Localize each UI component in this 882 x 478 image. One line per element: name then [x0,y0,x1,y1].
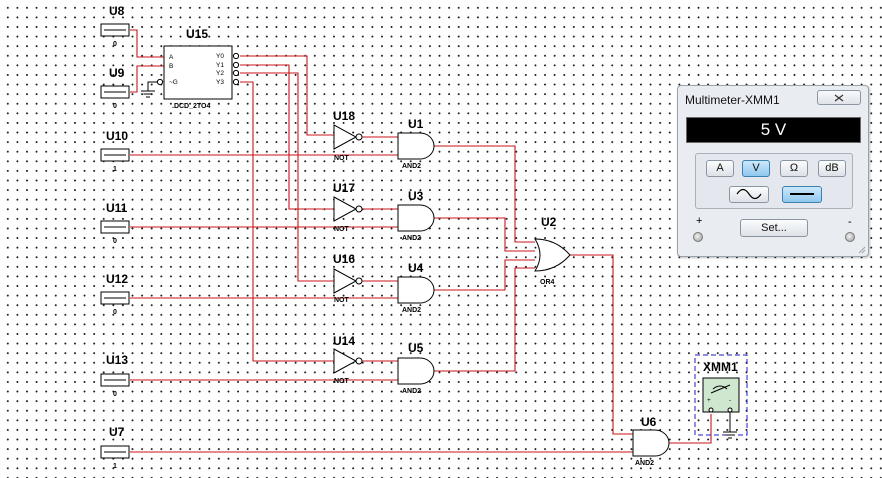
switch-u13[interactable]: U13 0 [100,353,130,398]
switch-value: 0 [113,309,117,316]
switch-u11[interactable]: U11 0 [100,201,130,245]
meter-ref: XMM1 [703,360,738,374]
switch-ref: U12 [106,272,128,286]
multimeter-readout: 5 V [686,117,861,143]
switch-ref: U13 [106,353,128,367]
switch-u10[interactable]: U10 1 [100,129,130,173]
switch-ref: U7 [109,425,125,439]
sine-wave-icon [736,188,762,200]
dc-mode-button[interactable] [782,186,822,203]
wires [130,29,712,453]
gate-model: NOT [334,378,350,385]
decoder-u15[interactable]: U15 A B ~G Y0 Y1 Y2 Y3 .DCD_2TO4 [156,27,240,110]
pin-label-a: A [169,54,174,61]
settings-button[interactable]: Set... [740,219,808,237]
gate-model: AND2 [402,163,421,170]
not-gate-u18[interactable]: U18 NOT [333,109,363,162]
gate-ref: U5 [408,341,424,355]
meter-minus-label: - [729,397,731,404]
multimeter-titlebar[interactable]: Multimeter-XMM1 [678,86,868,112]
ground-symbol [141,81,157,98]
switch-ref: U11 [106,201,128,215]
gate-model: AND2 [402,235,421,242]
and-gate-u5[interactable]: U5 AND2 [397,341,435,395]
switch-value: 1 [113,463,117,470]
pin-label-y3: Y3 [216,79,224,86]
ohmmeter-button[interactable]: Ω [780,160,808,177]
pin-label-b: B [169,63,173,70]
dc-line-icon [790,193,814,195]
close-icon [834,94,844,102]
gate-ref: U1 [408,117,424,131]
gate-model: NOT [334,155,350,162]
multimeter-keypad: A V Ω dB [695,153,853,209]
gate-model: AND2 [402,307,421,314]
gate-model: NOT [334,226,350,233]
positive-terminal-label: + [696,215,703,227]
not-gate-u17[interactable]: U17 NOT [333,181,363,233]
gate-model: OR4 [540,279,555,286]
multimeter-symbol-xmm1[interactable]: XMM1 + - [694,354,748,439]
and-gate-u6[interactable]: U6 AND2 [632,415,670,467]
not-gate-u14[interactable]: U14 NOT [333,334,363,385]
decoder-model: .DCD_2TO4 [172,103,210,110]
pin-label-y1: Y1 [216,62,224,69]
multimeter-window[interactable]: Multimeter-XMM1 5 V A V Ω dB + - Set... [677,85,869,257]
switch-ref: U10 [106,129,128,143]
or-gate-u2[interactable]: U2 OR4 [534,215,571,286]
switch-value: 0 [113,41,117,48]
decoder-ref: U15 [186,27,208,41]
negative-terminal-label: - [848,216,852,228]
negative-terminal[interactable] [845,232,855,242]
multimeter-title: Multimeter-XMM1 [685,93,780,107]
switch-value: 1 [113,166,117,173]
close-button[interactable] [817,90,861,105]
gate-ref: U16 [333,252,355,266]
gate-ref: U14 [333,334,355,348]
switch-u12[interactable]: U12 0 [100,272,130,316]
gate-model: NOT [334,297,350,304]
switch-value: 0 [113,238,117,245]
decibel-button[interactable]: dB [818,160,846,177]
switch-value: 0 [113,103,117,110]
ammeter-button[interactable]: A [706,160,734,177]
switch-u7[interactable]: U7 1 [100,425,130,470]
gate-ref: U18 [333,109,355,123]
pin-label-y2: Y2 [216,70,224,77]
positive-terminal[interactable] [693,232,703,242]
gate-ref: U6 [641,415,657,429]
switch-u9[interactable]: U9 0 [100,66,130,110]
gate-ref: U4 [408,261,424,275]
and-gate-u1[interactable]: U1 AND2 [397,117,435,170]
switch-u8[interactable]: U8 0 [100,4,130,48]
not-gate-u16[interactable]: U16 NOT [333,252,363,304]
gate-ref: U17 [333,181,355,195]
ac-mode-button[interactable] [729,186,769,203]
gate-ref: U3 [408,189,424,203]
and-gate-u4[interactable]: U4 AND2 [397,261,435,314]
gate-ref: U2 [541,215,557,229]
pin-label-y0: Y0 [216,53,224,60]
switch-ref: U8 [109,4,125,18]
switch-ref: U9 [109,66,125,80]
gate-model: AND2 [635,460,654,467]
pin-label-g: ~G [169,79,178,86]
voltmeter-button[interactable]: V [742,160,770,177]
meter-plus-label: + [707,397,711,404]
gate-model: AND2 [402,388,421,395]
resize-grip-icon[interactable] [856,244,866,254]
and-gate-u3[interactable]: U3 AND2 [397,189,435,242]
switch-value: 0 [113,391,117,398]
